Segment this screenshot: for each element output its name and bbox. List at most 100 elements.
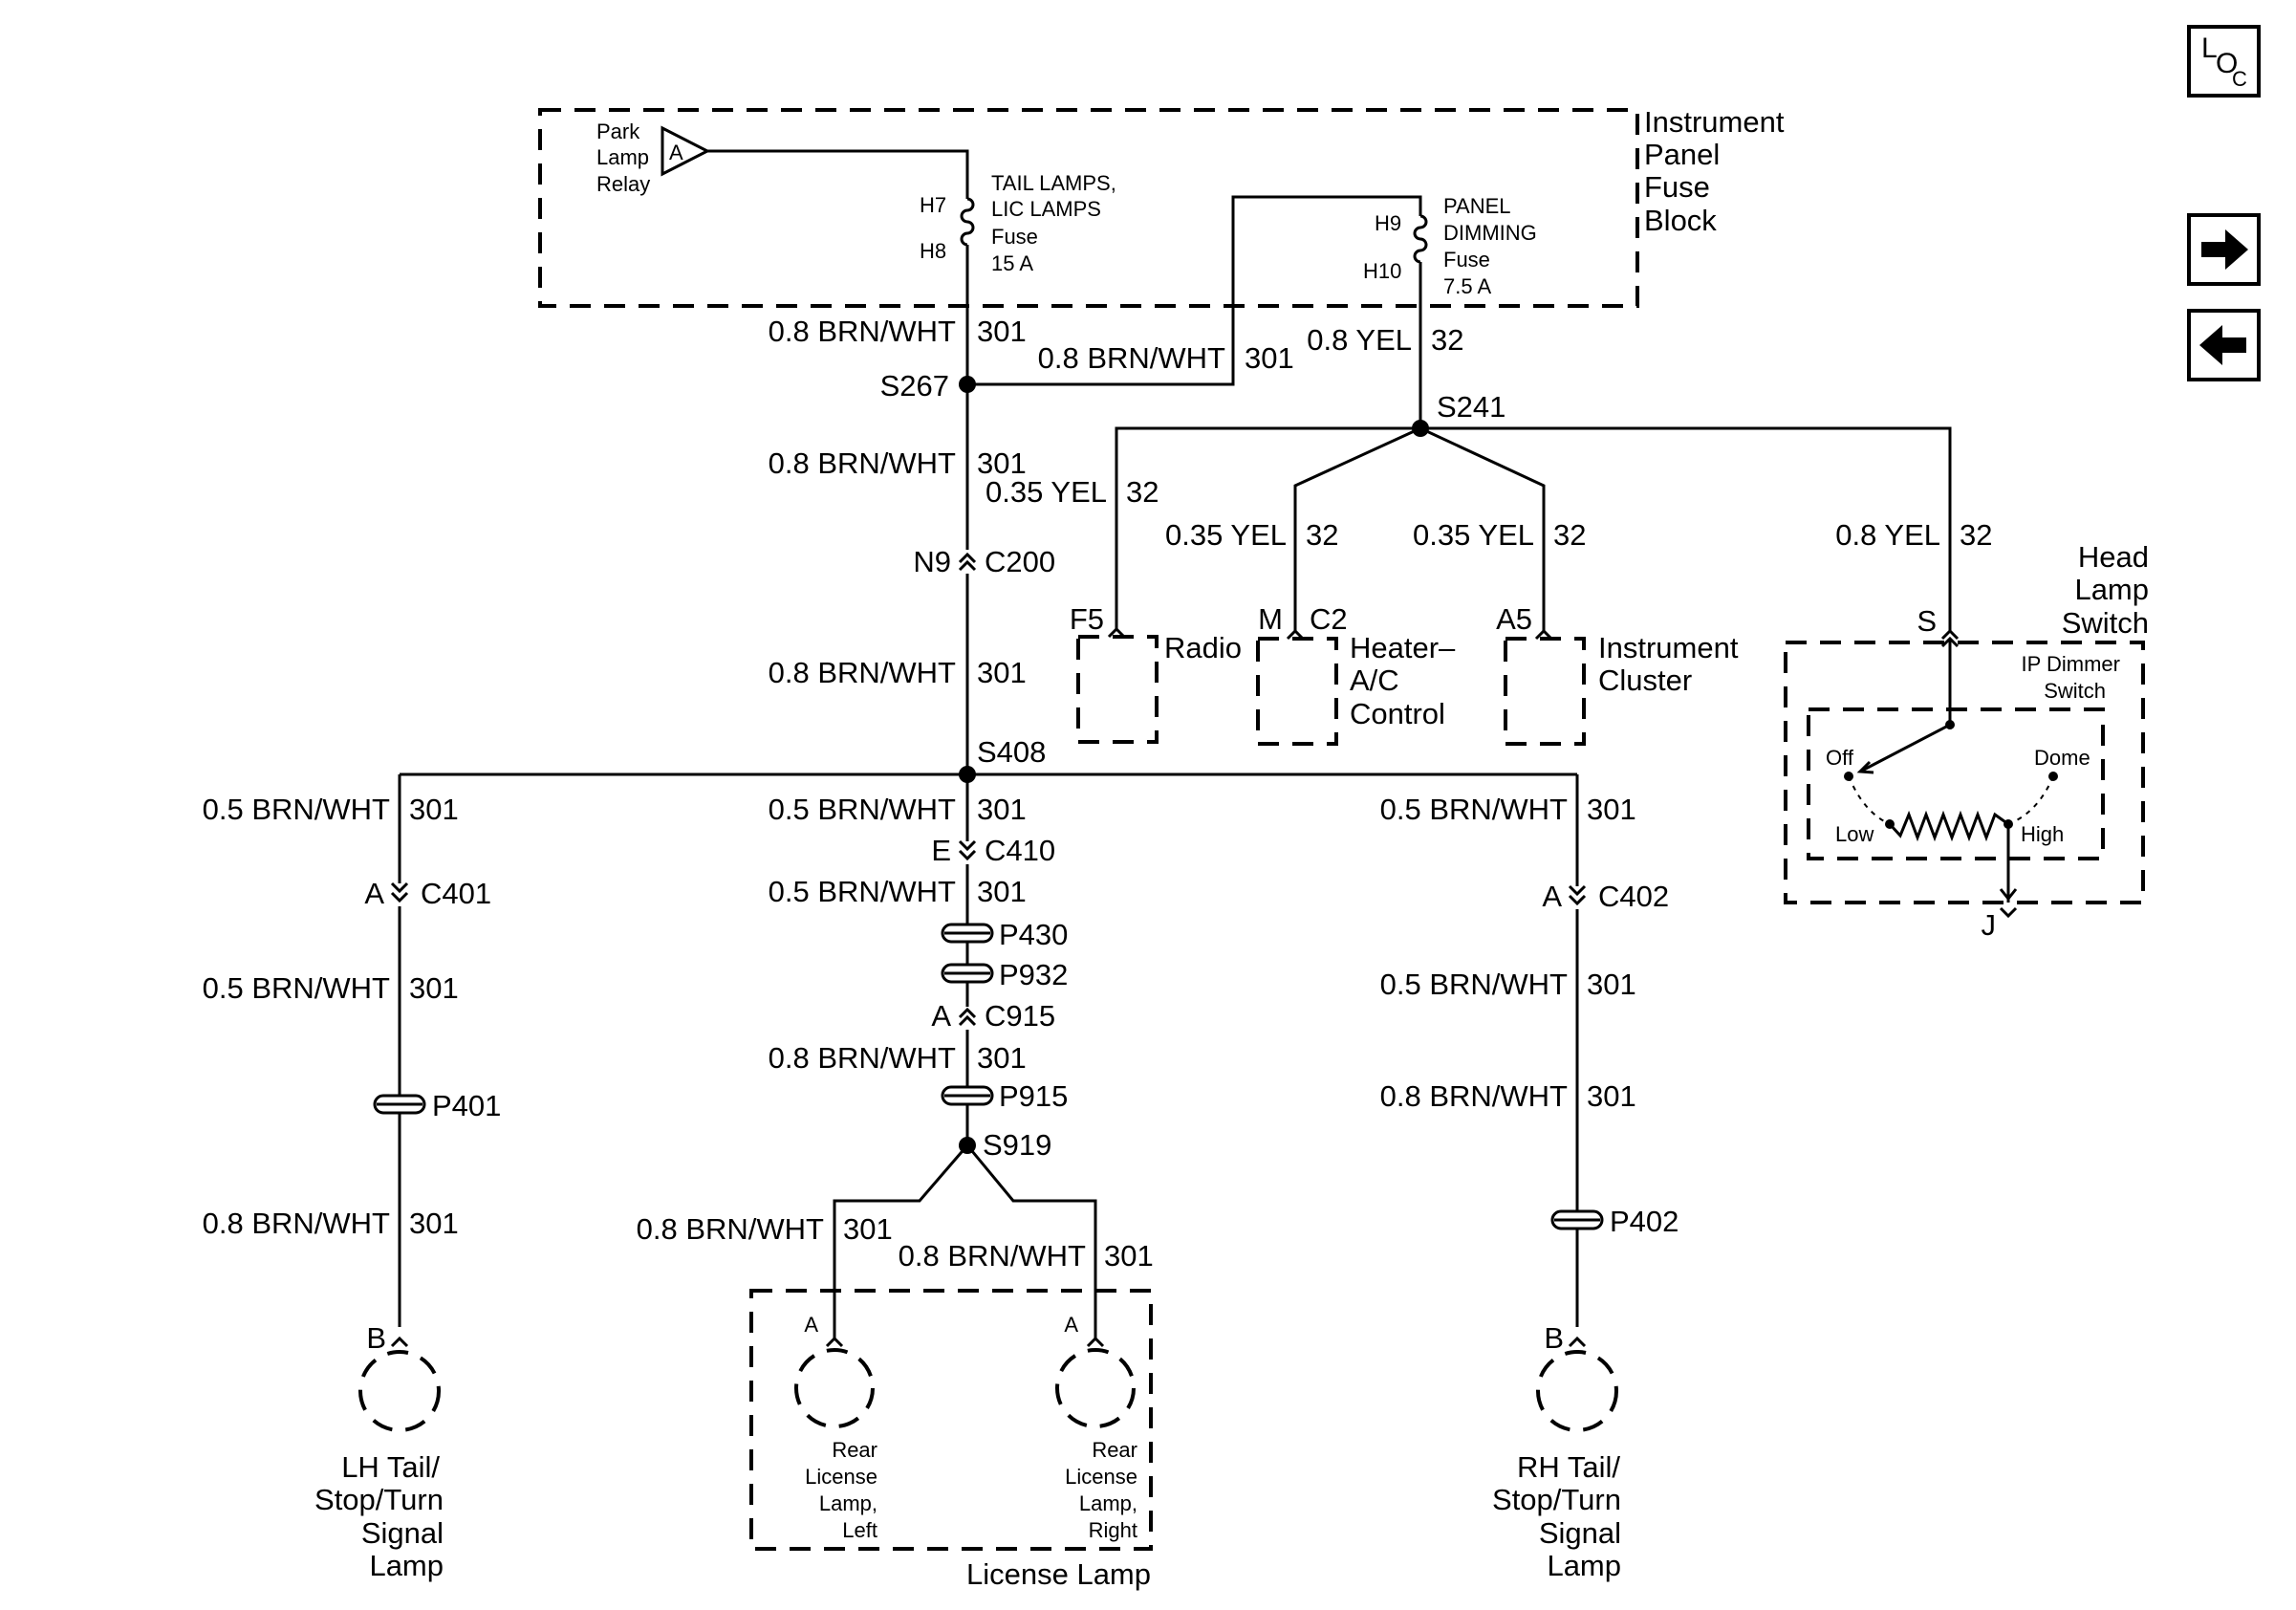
hvac-label-1: Heater– bbox=[1350, 631, 1456, 664]
lh-lamp-label-4: Lamp bbox=[369, 1549, 444, 1582]
splice-label-s919: S919 bbox=[983, 1128, 1051, 1162]
connector-pin-e: E bbox=[931, 834, 951, 867]
connector-pin-n9: N9 bbox=[913, 545, 951, 578]
radio-pin: F5 bbox=[1070, 602, 1104, 636]
fuse-block: Instrument Panel Fuse Block Park Lamp Re… bbox=[538, 105, 1785, 428]
dimming-fuse-label-4: 7.5 A bbox=[1443, 274, 1491, 298]
wire-label: 0.8 BRN/WHT bbox=[769, 446, 956, 480]
dimmer-resistor-icon bbox=[1888, 810, 2009, 842]
wire-label: 0.8 BRN/WHT bbox=[899, 1239, 1086, 1273]
dimmer-label-1: IP Dimmer bbox=[2022, 652, 2121, 676]
circuit-label: 301 bbox=[977, 446, 1027, 480]
hvac-control: M C2 Heater– A/C Control bbox=[1256, 602, 1456, 746]
circuit-label: 301 bbox=[409, 971, 459, 1005]
arrow-right-icon bbox=[2201, 229, 2248, 270]
arrow-left-icon bbox=[2199, 325, 2246, 365]
circuit-label: 301 bbox=[977, 875, 1027, 908]
wire-label: 0.8 BRN/WHT bbox=[769, 656, 956, 689]
dimmer-high: High bbox=[2021, 822, 2064, 846]
circuit-label: 301 bbox=[977, 793, 1027, 826]
circuit-label: 301 bbox=[409, 793, 459, 826]
circuit-label: 32 bbox=[1431, 323, 1463, 357]
loc-o: O bbox=[2216, 48, 2238, 79]
hvac-label-2: A/C bbox=[1350, 664, 1399, 697]
hvac-label-3: Control bbox=[1350, 697, 1445, 730]
connector-pin-a: A bbox=[1542, 880, 1562, 913]
wire-label: 0.8 BRN/WHT bbox=[769, 315, 956, 348]
loc-c: C bbox=[2232, 67, 2247, 91]
wire-label: 0.5 BRN/WHT bbox=[203, 793, 390, 826]
relay-label-3: Relay bbox=[596, 172, 650, 196]
passthrough-p430: P430 bbox=[999, 918, 1068, 951]
hvac-connector: C2 bbox=[1310, 602, 1348, 636]
license-right-bulb-icon bbox=[1055, 1348, 1136, 1428]
license-left-label-3: Lamp, bbox=[819, 1491, 877, 1515]
connector-c402: C402 bbox=[1598, 880, 1669, 913]
next-page-button[interactable] bbox=[2187, 213, 2261, 286]
tail-fuse-label-3: Fuse bbox=[991, 225, 1038, 249]
circuit-label: 301 bbox=[977, 315, 1027, 348]
wire-label: 0.8 BRN/WHT bbox=[1038, 341, 1225, 375]
circuit-label: 32 bbox=[1126, 475, 1159, 509]
location-button[interactable]: L O C bbox=[2187, 25, 2261, 98]
headlamp-title-2: Lamp bbox=[2074, 573, 2149, 606]
connector-c410: C410 bbox=[985, 834, 1055, 867]
rh-lamp-pin: B bbox=[1544, 1321, 1564, 1355]
dimming-fuse-label-3: Fuse bbox=[1443, 248, 1490, 272]
license-branch: 0.5 BRN/WHT 301 E C410 0.5 BRN/WHT 301 P… bbox=[637, 774, 1154, 1591]
radio: F5 Radio bbox=[1070, 602, 1242, 744]
license-left-label-4: Left bbox=[842, 1518, 877, 1542]
circuit-label: 301 bbox=[843, 1212, 893, 1246]
circuit-label: 32 bbox=[1553, 518, 1586, 552]
loc-l: L bbox=[2201, 33, 2218, 64]
dimming-fuse-label-1: PANEL bbox=[1443, 194, 1511, 218]
license-right-label-2: License bbox=[1065, 1465, 1137, 1489]
dimming-fuse-pin-bottom: H10 bbox=[1363, 259, 1401, 283]
lh-lamp-label-2: Stop/Turn bbox=[314, 1483, 444, 1516]
wire-label: 0.5 BRN/WHT bbox=[203, 971, 390, 1005]
relay-pin: A bbox=[669, 141, 683, 164]
tail-fuse-pin-bottom: H8 bbox=[920, 239, 946, 263]
license-lamp-label: License Lamp bbox=[966, 1557, 1151, 1591]
wire-label: 0.8 BRN/WHT bbox=[203, 1207, 390, 1240]
wire-label: 0.35 YEL bbox=[1413, 518, 1534, 552]
circuit-label: 301 bbox=[1104, 1239, 1154, 1273]
wire-label: 0.5 BRN/WHT bbox=[1380, 968, 1568, 1001]
dimmer-low: Low bbox=[1835, 822, 1874, 846]
circuit-label: 301 bbox=[409, 1207, 459, 1240]
connector-c915: C915 bbox=[985, 999, 1055, 1033]
lh-branch: 0.5 BRN/WHT 301 A C401 0.5 BRN/WHT 301 P… bbox=[203, 774, 501, 1582]
license-left-label-2: License bbox=[805, 1465, 877, 1489]
rh-lamp-label-2: Stop/Turn bbox=[1492, 1483, 1621, 1516]
tail-fuse-label-4: 15 A bbox=[991, 251, 1033, 275]
hvac-pin: M bbox=[1258, 602, 1283, 636]
headlamp-title-3: Switch bbox=[2062, 606, 2149, 640]
wire-label: 0.35 YEL bbox=[986, 475, 1107, 509]
wire-label: 0.8 YEL bbox=[1307, 323, 1412, 357]
license-right-label-1: Rear bbox=[1092, 1438, 1137, 1462]
splice-label-s267: S267 bbox=[880, 369, 949, 402]
main-trunk: 0.8 BRN/WHT 301 0.8 BRN/WHT 301 S267 0.8… bbox=[400, 315, 1577, 783]
fuse-block-title-2: Panel bbox=[1644, 138, 1720, 171]
wire-label: 0.8 BRN/WHT bbox=[769, 1041, 956, 1075]
passthrough-p915: P915 bbox=[999, 1079, 1068, 1113]
splice-label-s241: S241 bbox=[1437, 390, 1505, 424]
lh-lamp-pin: B bbox=[366, 1321, 386, 1355]
tail-fuse-pin-top: H7 bbox=[920, 193, 946, 217]
circuit-label: 301 bbox=[977, 656, 1027, 689]
wire-label: 0.8 YEL bbox=[1835, 518, 1940, 552]
relay-triangle-icon bbox=[661, 125, 711, 177]
lh-lamp-label-1: LH Tail/ bbox=[341, 1450, 440, 1484]
dimmer-dome: Dome bbox=[2034, 746, 2090, 770]
circuit-label: 32 bbox=[1306, 518, 1338, 552]
cluster-pin: A5 bbox=[1496, 602, 1532, 636]
wire-label: 0.8 BRN/WHT bbox=[1380, 1079, 1568, 1113]
previous-page-button[interactable] bbox=[2187, 309, 2261, 381]
fuse-block-title-4: Block bbox=[1644, 204, 1717, 237]
dimming-fuse-icon bbox=[1413, 214, 1428, 264]
lh-lamp-label-3: Signal bbox=[361, 1516, 444, 1550]
tail-fuse-label-1: TAIL LAMPS, bbox=[991, 171, 1116, 195]
rh-lamp-label-3: Signal bbox=[1539, 1516, 1621, 1550]
tail-fuse-icon bbox=[960, 197, 975, 247]
